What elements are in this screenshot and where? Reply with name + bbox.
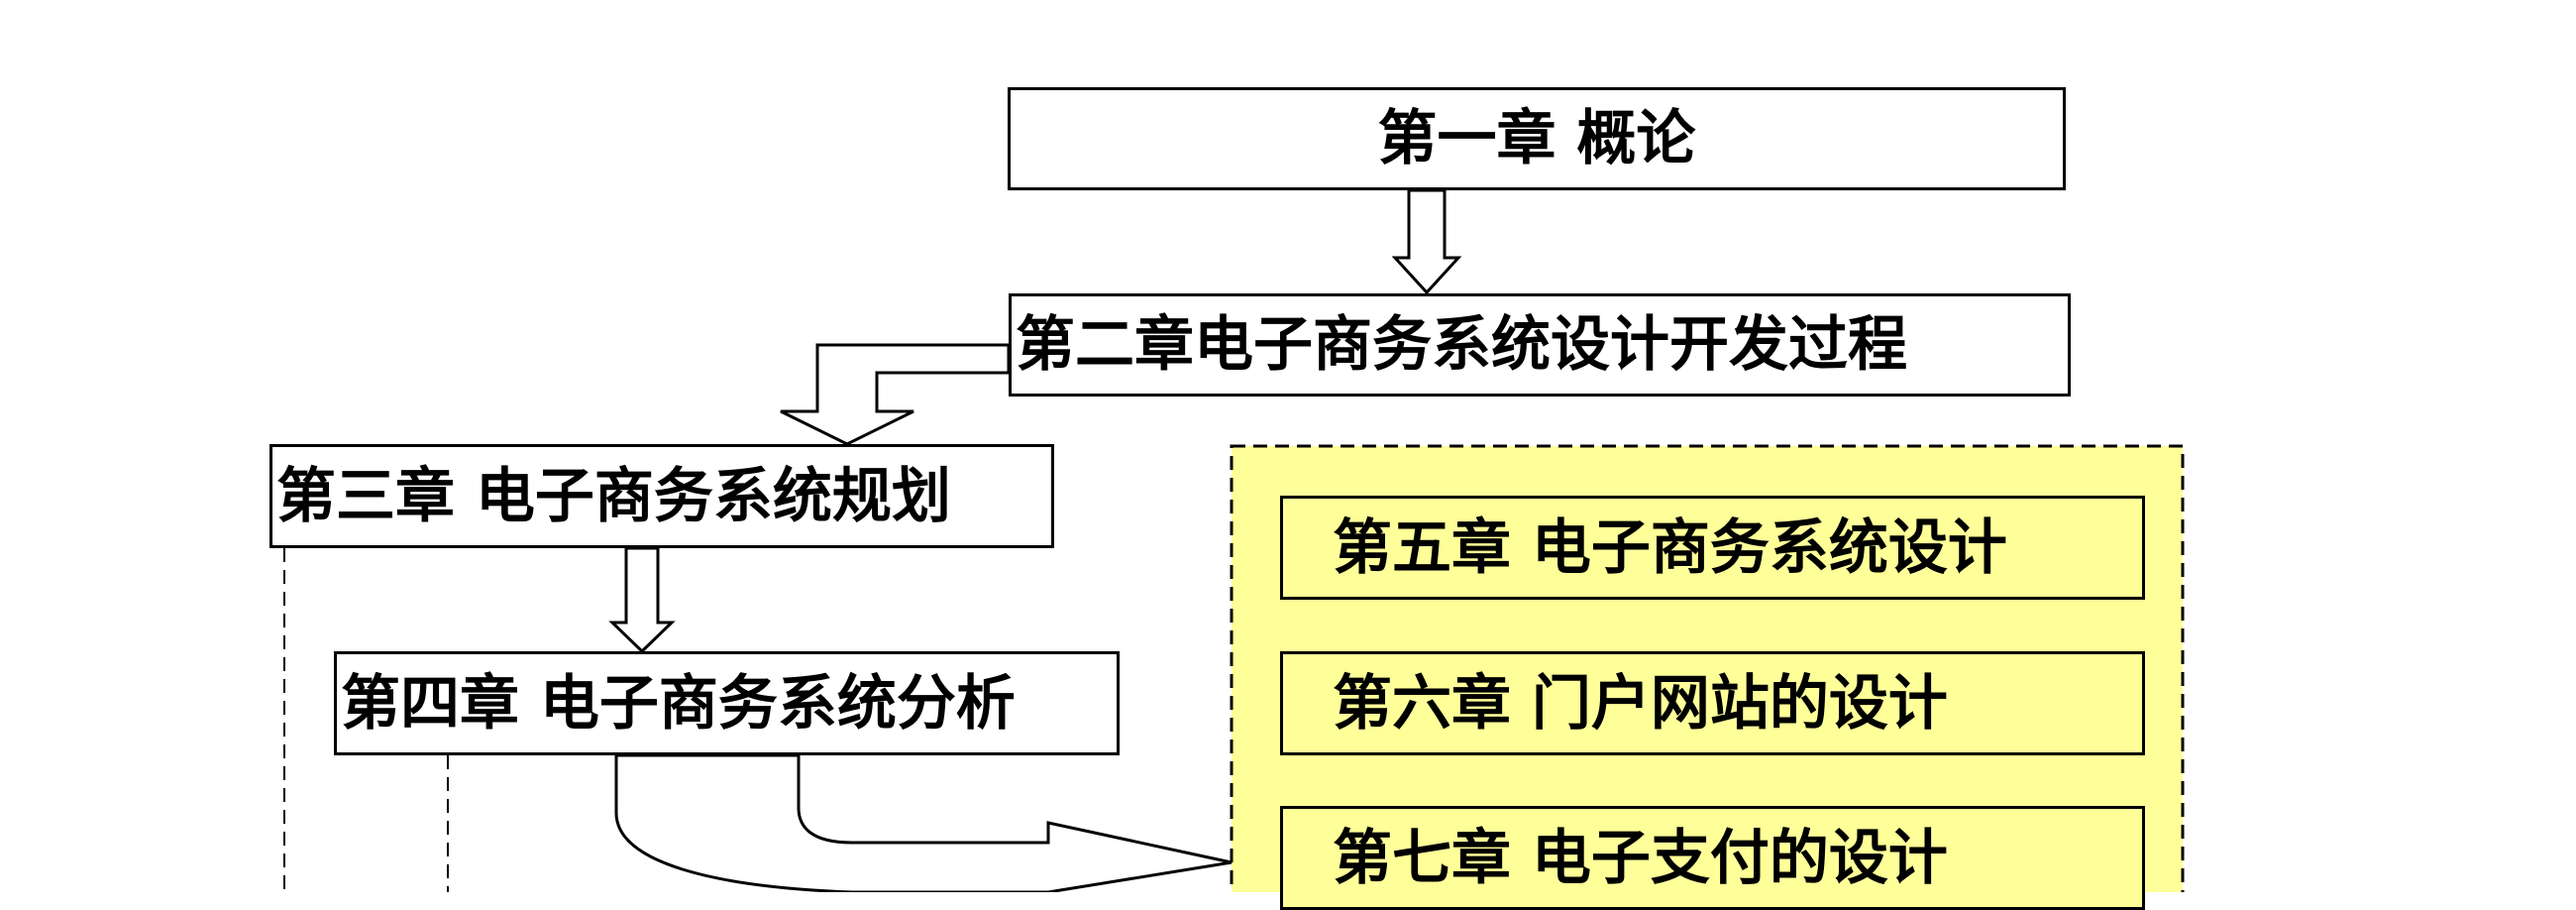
chapter-2-label: 第二章电子商务系统设计开发过程: [1016, 310, 1907, 380]
chapter-4-label: 第四章 电子商务系统分析: [341, 668, 1016, 739]
chapter-7-label: 第七章 电子支付的设计: [1333, 823, 1948, 893]
chapter-2-box: 第二章电子商务系统设计开发过程: [1009, 293, 2071, 397]
chapter-5-box: 第五章 电子商务系统设计: [1280, 496, 2145, 600]
chapter-1-label: 第一章 概论: [1377, 104, 1696, 173]
arrow-ch1-to-ch2: [1391, 188, 1462, 295]
chapter-3-box: 第三章 电子商务系统规划: [269, 444, 1054, 548]
chapter-1-box: 第一章 概论: [1008, 87, 2066, 190]
chapter-3-label: 第三章 电子商务系统规划: [276, 461, 951, 531]
arrow-ch3-to-ch4: [608, 546, 676, 654]
chapter-6-label: 第六章 门户网站的设计: [1333, 668, 1948, 739]
chapter-4-box: 第四章 电子商务系统分析: [334, 651, 1120, 755]
chapter-5-label: 第五章 电子商务系统设计: [1333, 512, 2007, 583]
chapter-7-box: 第七章 电子支付的设计: [1280, 806, 2145, 910]
arrow-ch2-to-ch3: [780, 343, 1011, 446]
arrow-ch4-to-design: [614, 753, 1233, 892]
chapter-6-box: 第六章 门户网站的设计: [1280, 651, 2145, 755]
